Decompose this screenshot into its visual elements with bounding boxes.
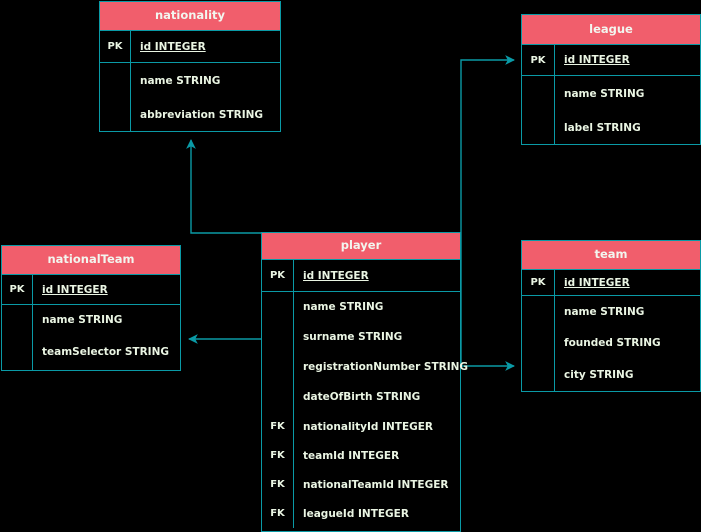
- entity-league[interactable]: league PK id INTEGER name STRING label S…: [521, 14, 701, 145]
- key-label-fk: FK: [262, 412, 294, 441]
- attribute-row[interactable]: FK teamId INTEGER: [262, 441, 460, 470]
- attribute-row[interactable]: PK id INTEGER: [522, 45, 700, 76]
- key-label-none: [262, 322, 294, 352]
- attribute-name: abbreviation STRING: [140, 108, 264, 121]
- connector-player-nationality: [186, 139, 261, 234]
- attribute-name: founded STRING: [564, 337, 661, 349]
- key-label-none: [262, 352, 294, 382]
- entity-player-title: player: [262, 233, 460, 260]
- attribute-row[interactable]: label STRING: [522, 111, 700, 144]
- key-label-none: [262, 382, 294, 412]
- attribute-name: id INTEGER: [564, 54, 630, 66]
- key-label-none: [262, 292, 294, 322]
- key-label-none: [522, 76, 555, 111]
- attribute-name: nationalityId INTEGER: [303, 420, 433, 433]
- entity-team[interactable]: team PK id INTEGER name STRING founded S…: [521, 240, 701, 392]
- entity-nationality[interactable]: nationality PK id INTEGER name STRING ab…: [99, 1, 281, 132]
- attribute-name: leagueId INTEGER: [303, 507, 409, 520]
- key-label-pk: PK: [100, 31, 131, 62]
- attribute-name: name STRING: [564, 306, 645, 318]
- attribute-row[interactable]: name STRING: [522, 76, 700, 111]
- attribute-row[interactable]: city STRING: [522, 358, 700, 391]
- attribute-name: name STRING: [42, 313, 123, 326]
- entity-nationalteam-title: nationalTeam: [2, 246, 180, 275]
- attribute-name: id INTEGER: [564, 276, 630, 289]
- attribute-row[interactable]: name STRING: [522, 296, 700, 328]
- key-label-none: [522, 111, 555, 144]
- key-label-none: [522, 358, 555, 391]
- attribute-name: nationalTeamId INTEGER: [303, 478, 449, 491]
- key-label-pk: PK: [2, 275, 33, 304]
- attribute-row[interactable]: teamSelector STRING: [2, 334, 180, 370]
- key-label-none: [522, 296, 555, 328]
- attribute-row[interactable]: FK leagueId INTEGER: [262, 499, 460, 528]
- attribute-row[interactable]: registrationNumber STRING: [262, 352, 468, 382]
- key-label-fk: FK: [262, 499, 294, 528]
- key-label-none: [100, 63, 131, 98]
- attribute-row[interactable]: name STRING: [262, 292, 460, 322]
- key-label-none: [522, 328, 555, 358]
- attribute-row[interactable]: PK id INTEGER: [2, 275, 180, 305]
- attribute-row[interactable]: dateOfBirth STRING: [262, 382, 460, 412]
- attribute-row[interactable]: name STRING: [2, 305, 180, 334]
- key-label-pk: PK: [522, 270, 555, 295]
- entity-player[interactable]: player PK id INTEGER name STRING surname…: [261, 232, 468, 532]
- attribute-name: surname STRING: [303, 331, 403, 343]
- attribute-row[interactable]: FK nationalityId INTEGER: [262, 412, 460, 441]
- attribute-name: teamId INTEGER: [303, 449, 400, 462]
- key-label-pk: PK: [262, 260, 294, 291]
- attribute-row[interactable]: FK nationalTeamId INTEGER: [262, 470, 460, 499]
- attribute-row[interactable]: surname STRING: [262, 322, 460, 352]
- attribute-row[interactable]: PK id INTEGER: [100, 31, 280, 63]
- entity-nationalteam[interactable]: nationalTeam PK id INTEGER name STRING t…: [1, 245, 181, 371]
- attribute-name: name STRING: [303, 301, 384, 313]
- key-label-none: [100, 98, 131, 131]
- attribute-name: registrationNumber STRING: [303, 361, 469, 373]
- attribute-name: name STRING: [564, 87, 645, 100]
- attribute-row[interactable]: abbreviation STRING: [100, 98, 280, 131]
- attribute-row[interactable]: founded STRING: [522, 328, 700, 358]
- attribute-name: city STRING: [564, 368, 634, 381]
- connector-player-league: [460, 55, 515, 366]
- key-label-none: [2, 334, 33, 370]
- attribute-name: name STRING: [140, 74, 221, 87]
- attribute-name: label STRING: [564, 121, 641, 134]
- attribute-name: dateOfBirth STRING: [303, 391, 421, 403]
- key-label-none: [2, 305, 33, 334]
- attribute-name: teamSelector STRING: [42, 346, 169, 358]
- key-label-fk: FK: [262, 441, 294, 470]
- key-label-pk: PK: [522, 45, 555, 75]
- entity-nationality-title: nationality: [100, 2, 280, 31]
- entity-team-title: team: [522, 241, 700, 270]
- attribute-row[interactable]: PK id INTEGER: [262, 260, 460, 292]
- attribute-row[interactable]: name STRING: [100, 63, 280, 98]
- attribute-name: id INTEGER: [42, 283, 108, 296]
- attribute-row[interactable]: PK id INTEGER: [522, 270, 700, 296]
- key-label-fk: FK: [262, 470, 294, 499]
- attribute-name: id INTEGER: [303, 269, 369, 282]
- attribute-name: id INTEGER: [140, 40, 206, 53]
- entity-league-title: league: [522, 15, 700, 45]
